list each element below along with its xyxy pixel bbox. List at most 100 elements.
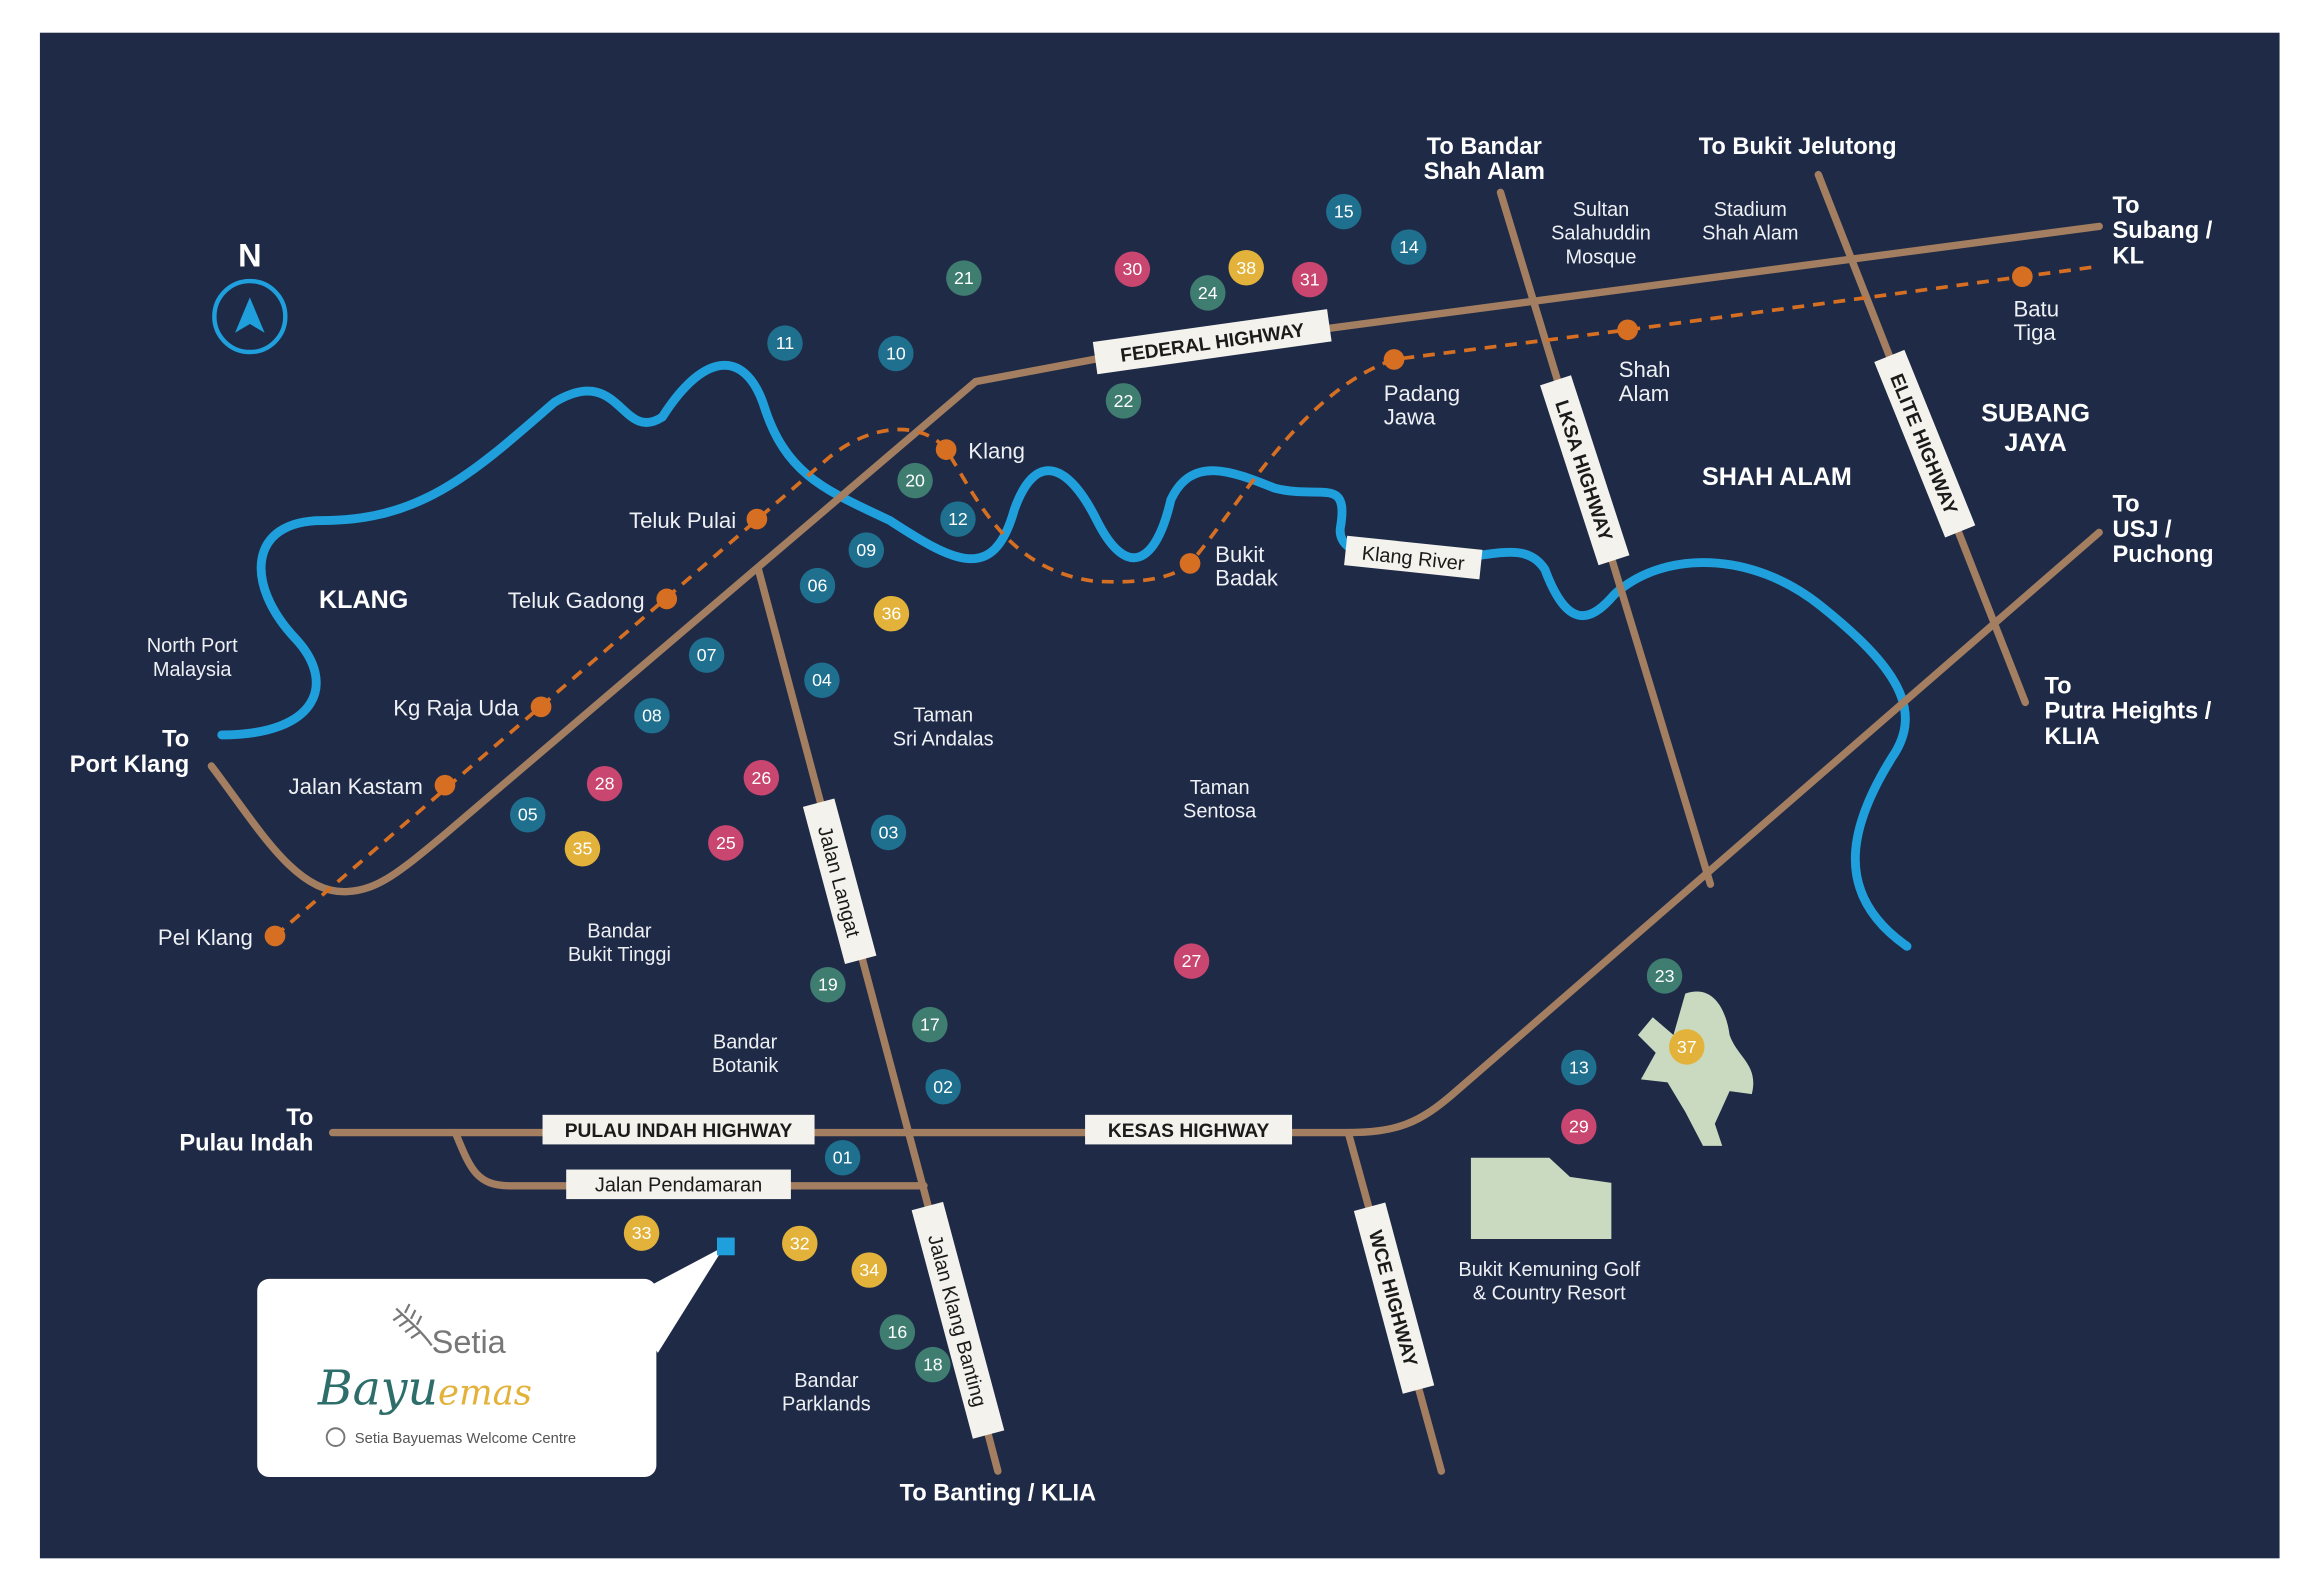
marker-number: 07 [697, 645, 717, 665]
compass-label: N [238, 237, 261, 273]
marker-19[interactable]: 19 [810, 967, 846, 1003]
welcome-centre-location-marker[interactable] [716, 1237, 735, 1256]
marker-circle [1391, 229, 1427, 265]
marker-10[interactable]: 10 [878, 335, 914, 372]
marker-28[interactable]: 28 [586, 765, 623, 802]
marker-29[interactable]: 29 [1561, 1108, 1597, 1145]
marker-circle [915, 1346, 951, 1383]
marker-03[interactable]: 03 [870, 814, 907, 851]
marker-38[interactable]: 38 [1228, 250, 1264, 286]
road-label-jalan-pendamaran: Jalan Pendamaran [566, 1169, 791, 1200]
marker-12[interactable]: 12 [940, 501, 976, 537]
highway-label-pulau-indah: PULAU INDAH HIGHWAY [542, 1114, 815, 1145]
marker-06[interactable]: 06 [799, 567, 836, 604]
destination-bukit-jelutong: To Bukit Jelutong [1699, 134, 1897, 160]
marker-14[interactable]: 14 [1391, 229, 1427, 265]
marker-number: 01 [833, 1148, 853, 1168]
marker-number: 05 [518, 805, 538, 825]
destination-banting: To Banting / KLIA [900, 1481, 1097, 1507]
marker-24[interactable]: 24 [1190, 275, 1226, 311]
welcome-centre-icon [325, 1427, 346, 1447]
marker-number: 11 [776, 333, 794, 353]
north-arrow-icon [212, 278, 288, 355]
marker-circle [634, 697, 670, 734]
marker-11[interactable]: 11 [767, 325, 803, 361]
marker-number: 16 [887, 1322, 907, 1342]
marker-number: 21 [954, 268, 974, 288]
highway-name: KESAS HIGHWAY [1108, 1121, 1270, 1142]
marker-number: 08 [642, 706, 662, 726]
marker-37[interactable]: 37 [1669, 1029, 1705, 1065]
place-golf-resort: Bukit Kemuning Golf& Country Resort [1458, 1259, 1640, 1305]
marker-31[interactable]: 31 [1292, 261, 1328, 298]
logo-setia: Setia [432, 1324, 507, 1360]
marker-number: 32 [790, 1233, 810, 1253]
marker-26[interactable]: 26 [743, 760, 780, 796]
marker-33[interactable]: 33 [623, 1215, 660, 1251]
station-dot-bukit-badak [1179, 553, 1201, 574]
station-dot-batu-tiga [2011, 266, 2033, 287]
marker-09[interactable]: 09 [848, 532, 885, 568]
marker-21[interactable]: 21 [946, 260, 982, 296]
marker-number: 37 [1677, 1037, 1697, 1057]
marker-18[interactable]: 18 [915, 1346, 951, 1383]
welcome-centre-callout[interactable]: Setia Bayuemas Setia Bayuemas Welcome Ce… [257, 1237, 735, 1478]
marker-circle [810, 967, 846, 1003]
marker-17[interactable]: 17 [912, 1006, 948, 1043]
marker-01[interactable]: 01 [824, 1139, 861, 1176]
marker-circle [946, 260, 982, 296]
marker-number: 22 [1114, 391, 1134, 411]
marker-08[interactable]: 08 [634, 697, 670, 734]
marker-23[interactable]: 23 [1646, 958, 1683, 994]
marker-circle [1669, 1029, 1705, 1065]
marker-22[interactable]: 22 [1105, 383, 1142, 419]
marker-number: 17 [920, 1015, 940, 1035]
marker-34[interactable]: 34 [851, 1252, 887, 1288]
station-dot-teluk-gadong [656, 588, 678, 610]
jalan-pendamaran-road [451, 1128, 928, 1190]
marker-circle [586, 765, 623, 802]
klang-river [217, 360, 1912, 951]
station-dot-shah-alam [1617, 319, 1638, 341]
marker-number: 30 [1123, 259, 1143, 279]
marker-circle [1292, 261, 1328, 298]
marker-35[interactable]: 35 [564, 831, 601, 867]
compass: N [212, 237, 288, 355]
marker-02[interactable]: 02 [925, 1069, 961, 1105]
marker-36[interactable]: 36 [873, 595, 910, 632]
marker-number: 03 [879, 822, 899, 842]
marker-number: 28 [595, 774, 615, 794]
marker-number: 19 [818, 975, 838, 995]
marker-16[interactable]: 16 [879, 1314, 916, 1350]
marker-number: 09 [856, 540, 876, 560]
marker-13[interactable]: 13 [1561, 1049, 1597, 1086]
marker-27[interactable]: 27 [1173, 943, 1210, 979]
marker-circle [940, 501, 976, 537]
marker-05[interactable]: 05 [510, 797, 546, 833]
marker-25[interactable]: 25 [708, 825, 744, 861]
station-dot-kg-raja-uda [530, 696, 552, 718]
marker-04[interactable]: 04 [804, 662, 840, 698]
stations [264, 266, 2033, 947]
station-label-teluk-pulai: Teluk Pulai [629, 508, 736, 533]
marker-32[interactable]: 32 [782, 1225, 818, 1262]
marker-circle [623, 1215, 660, 1251]
marker-circle [782, 1225, 818, 1262]
marker-number: 13 [1569, 1058, 1589, 1078]
road-name: Jalan Pendamaran [595, 1175, 762, 1197]
marker-07[interactable]: 07 [688, 637, 725, 673]
marker-15[interactable]: 15 [1326, 193, 1362, 230]
marker-circle [510, 797, 546, 833]
marker-30[interactable]: 30 [1114, 251, 1151, 287]
marker-20[interactable]: 20 [897, 462, 933, 499]
